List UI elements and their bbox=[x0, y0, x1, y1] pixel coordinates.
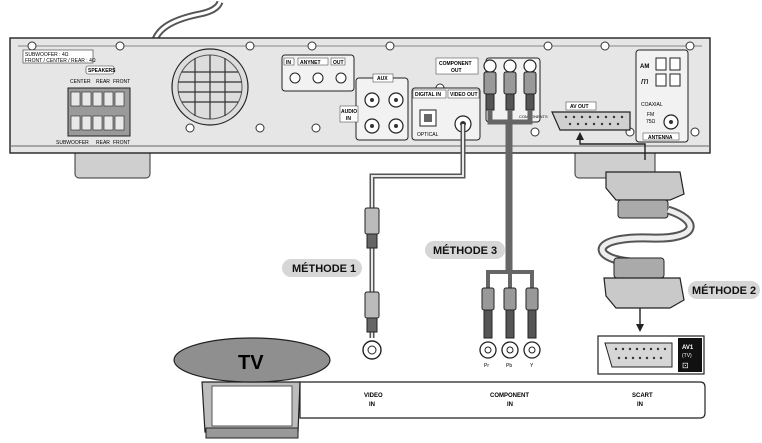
tv-top bbox=[173, 337, 331, 383]
anynet-in-label: IN bbox=[286, 60, 291, 66]
av1-label: AV1 bbox=[682, 345, 694, 351]
center-label: CENTER bbox=[70, 79, 91, 85]
method-2-label: MÉTHODE 2 bbox=[692, 284, 756, 297]
scart-cable bbox=[576, 132, 695, 332]
tv-video-in-label-2: IN bbox=[369, 402, 375, 408]
component-cable: Pr Pb Y bbox=[479, 71, 541, 369]
front-bottom-label: FRONT bbox=[113, 140, 130, 146]
am-label: AM bbox=[640, 64, 649, 70]
method-2-badge: MÉTHODE 2 bbox=[688, 281, 760, 299]
aux-label: AUX bbox=[377, 76, 388, 82]
method-3-badge: MÉTHODE 3 bbox=[425, 241, 505, 259]
pr-label: Pr bbox=[484, 363, 489, 369]
av-out-label: AV OUT bbox=[570, 104, 589, 110]
tv-input-panel bbox=[299, 381, 706, 419]
audio-in-label: AUDIO bbox=[341, 109, 357, 115]
method-1-badge: MÉTHODE 1 bbox=[282, 259, 362, 277]
av1-sub-label: (TV) bbox=[682, 353, 692, 359]
component-out-label: COMPONENT bbox=[439, 61, 472, 67]
speakers-label: SPEAKERS bbox=[88, 68, 116, 74]
fm-ohm: 75Ω bbox=[646, 119, 656, 125]
tv-scart-socket[interactable]: AV1 (TV) ⊡ bbox=[597, 335, 705, 375]
optical-label: OPTICAL bbox=[417, 132, 439, 138]
method-1-label: MÉTHODE 1 bbox=[292, 262, 356, 275]
tv-label: TV bbox=[238, 352, 264, 374]
impedance-label-1: SUBWOOFER : 4Ω bbox=[25, 52, 69, 58]
fm-label: FM bbox=[647, 112, 654, 118]
rear-bottom-label: REAR bbox=[96, 140, 110, 146]
pb-label: Pb bbox=[506, 363, 512, 369]
antenna-label: ANTENNA bbox=[648, 135, 673, 141]
av-out-scart-port[interactable] bbox=[551, 111, 631, 131]
anynet-out-label: OUT bbox=[333, 60, 344, 66]
tv-video-in-label-1: VIDEO bbox=[364, 393, 383, 399]
coaxial-label: COAXIAL bbox=[641, 102, 663, 108]
cooling-fan bbox=[171, 48, 249, 126]
ground-icon: m bbox=[641, 76, 649, 86]
anynet-label: ANYNET bbox=[300, 60, 321, 66]
y-label: Y bbox=[530, 363, 534, 369]
receiver-back-panel: SUBWOOFER : 4Ω FRONT / CENTER / REAR : 4… bbox=[9, 37, 711, 179]
tv-scart-in-label-1: SCART bbox=[632, 393, 653, 399]
component-out-sub: OUT bbox=[451, 68, 462, 74]
video-cable bbox=[362, 124, 466, 360]
impedance-label-2: FRONT / CENTER / REAR : 4Ω bbox=[25, 58, 96, 64]
digital-in-label: DIGITAL IN bbox=[415, 92, 441, 98]
front-label: FRONT bbox=[113, 79, 130, 85]
tv-unit: TV bbox=[173, 337, 331, 439]
tv-scart-in-label-2: IN bbox=[637, 402, 643, 408]
method-3-label: MÉTHODE 3 bbox=[433, 244, 497, 257]
video-out-label: VIDEO OUT bbox=[450, 92, 478, 98]
tv-component-in-label-2: IN bbox=[507, 402, 513, 408]
rear-label: REAR bbox=[96, 79, 110, 85]
input-arrow-icon: ⊡ bbox=[682, 361, 689, 370]
audio-in-sub: IN bbox=[346, 116, 351, 122]
subwoofer-label: SUBWOOFER bbox=[56, 140, 89, 146]
component-tag: COMPONENTS bbox=[519, 114, 548, 119]
tv-component-in-label-1: COMPONENT bbox=[490, 393, 529, 399]
